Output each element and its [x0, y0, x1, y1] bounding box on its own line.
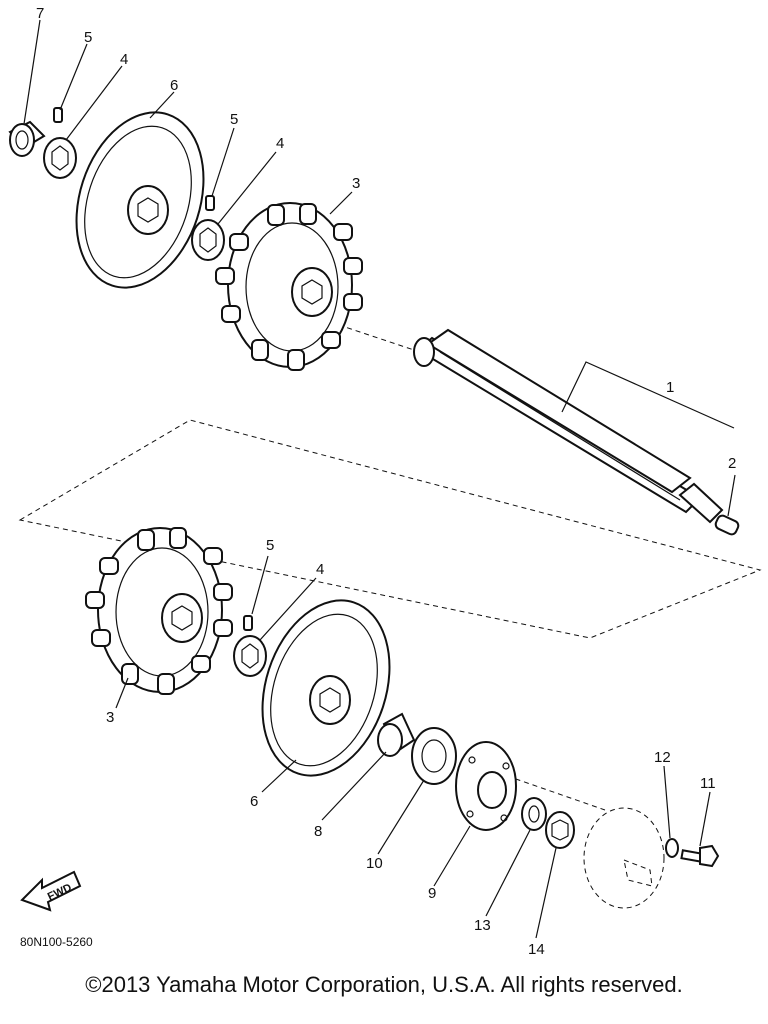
- callout-11: 11: [700, 775, 716, 792]
- callout-4: 4: [276, 135, 284, 152]
- callout-5: 5: [84, 29, 92, 46]
- part-6-wheel[interactable]: [55, 96, 225, 304]
- callout-10: 10: [366, 855, 383, 872]
- part-8-spacer[interactable]: [377, 712, 416, 757]
- callout-4: 4: [316, 561, 324, 578]
- callout-4: 4: [120, 51, 128, 68]
- part-14-nut[interactable]: [545, 811, 575, 849]
- part-12-lock-washer[interactable]: [665, 838, 679, 858]
- part-4-bushing[interactable]: [43, 137, 77, 179]
- part-5-set-screw[interactable]: [53, 107, 63, 123]
- part-2-end-bolt[interactable]: [714, 514, 740, 536]
- callout-6: 6: [250, 793, 258, 810]
- part-5-set-screw-3[interactable]: [243, 615, 253, 631]
- mating-housing-reference: [583, 807, 665, 909]
- callout-leader-lines: [23, 19, 736, 939]
- callout-13: 13: [474, 917, 491, 934]
- diagram-part-code: 80N100-5260: [20, 935, 93, 949]
- callout-3: 3: [106, 709, 114, 726]
- callout-5: 5: [266, 537, 274, 554]
- part-10-bearing[interactable]: [411, 727, 457, 785]
- fwd-arrow-icon: FWD: [20, 870, 82, 912]
- part-4-bushing-3[interactable]: [233, 635, 267, 677]
- copyright-notice: ©2013 Yamaha Motor Corporation, U.S.A. A…: [85, 972, 683, 997]
- callout-labels: 7 5 4 6 5 4 3 1 2 5 4 3 6 8 10 9 13 14 1…: [36, 5, 736, 958]
- callout-3: 3: [352, 175, 360, 192]
- part-3-sprocket[interactable]: [215, 202, 363, 371]
- callout-7: 7: [36, 5, 44, 22]
- sprocket-teeth: [215, 203, 363, 371]
- callout-9: 9: [428, 885, 436, 902]
- part-13-washer[interactable]: [521, 797, 547, 831]
- callout-14: 14: [528, 941, 545, 958]
- callout-5: 5: [230, 111, 238, 128]
- part-5-set-screw-2[interactable]: [205, 195, 215, 211]
- callout-12: 12: [654, 749, 671, 766]
- callout-2: 2: [728, 455, 736, 472]
- part-11-bolt[interactable]: [680, 844, 720, 868]
- part-4-bushing-2[interactable]: [191, 219, 225, 261]
- callout-8: 8: [314, 823, 322, 840]
- part-7-collar[interactable]: [8, 120, 46, 157]
- part-3-sprocket-2[interactable]: [85, 527, 233, 695]
- part-6-wheel-2[interactable]: [241, 584, 411, 792]
- part-1-drive-shaft[interactable]: [413, 328, 724, 524]
- part-9-bearing-housing[interactable]: [455, 741, 517, 831]
- sprocket-teeth-2: [85, 527, 233, 695]
- callout-1: 1: [666, 379, 674, 396]
- callout-6: 6: [170, 77, 178, 94]
